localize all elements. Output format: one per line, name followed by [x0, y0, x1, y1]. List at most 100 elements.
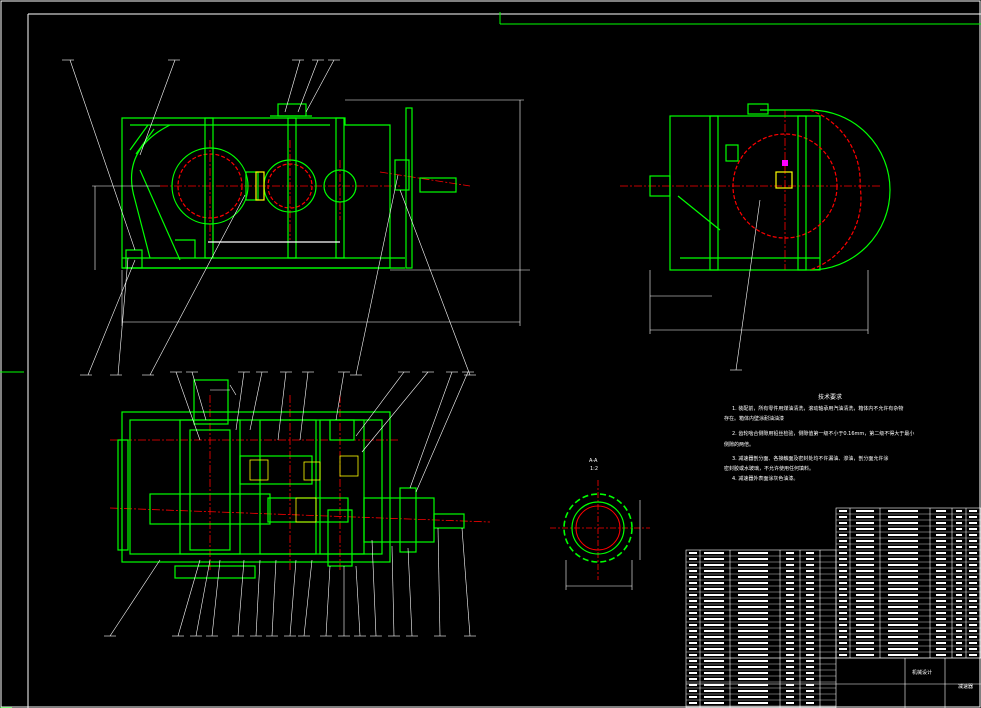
- table-cell-mark: [806, 666, 814, 668]
- title-block-school: 机械设计: [912, 670, 933, 676]
- table-cell-mark: [689, 630, 697, 632]
- table-cell-mark: [839, 612, 847, 614]
- table-cell-mark: [936, 606, 946, 608]
- table-cell-mark: [969, 630, 977, 632]
- table-cell-mark: [806, 654, 814, 656]
- table-cell-mark: [786, 576, 794, 578]
- table-cell-mark: [888, 510, 918, 512]
- table-cell-mark: [888, 588, 918, 590]
- table-cell-mark: [888, 516, 918, 518]
- table-cell-mark: [936, 552, 946, 554]
- table-cell-mark: [839, 534, 847, 536]
- table-cell-mark: [786, 552, 794, 554]
- table-cell-mark: [786, 600, 794, 602]
- table-cell-mark: [806, 702, 814, 704]
- table-cell-mark: [856, 606, 874, 608]
- frame-ticks: [0, 12, 981, 708]
- table-cell-mark: [956, 528, 962, 530]
- table-cell-mark: [786, 660, 794, 662]
- table-cell-mark: [786, 696, 794, 698]
- parts-list-table: [685, 507, 981, 708]
- table-cell-mark: [969, 576, 977, 578]
- table-cell-mark: [786, 594, 794, 596]
- table-cell-mark: [888, 654, 918, 656]
- table-cell-mark: [956, 576, 962, 578]
- table-cell-mark: [738, 582, 768, 584]
- table-cell-mark: [786, 618, 794, 620]
- parts-list-cell-marks: [689, 510, 977, 704]
- table-cell-mark: [969, 534, 977, 536]
- table-cell-mark: [936, 624, 946, 626]
- table-cell-mark: [704, 624, 724, 626]
- table-cell-mark: [704, 696, 724, 698]
- table-cell-mark: [806, 576, 814, 578]
- table-cell-mark: [738, 594, 768, 596]
- table-cell-mark: [738, 642, 768, 644]
- table-cell-mark: [969, 654, 977, 656]
- table-cell-mark: [956, 594, 962, 596]
- table-cell-mark: [806, 600, 814, 602]
- table-cell-mark: [689, 672, 697, 674]
- table-cell-mark: [856, 648, 874, 650]
- table-cell-mark: [839, 648, 847, 650]
- table-cell-mark: [738, 672, 768, 674]
- table-cell-mark: [704, 600, 724, 602]
- table-cell-mark: [956, 588, 962, 590]
- table-cell-mark: [856, 612, 874, 614]
- table-cell-mark: [738, 654, 768, 656]
- table-cell-mark: [936, 546, 946, 548]
- table-cell-mark: [689, 666, 697, 668]
- table-cell-mark: [689, 570, 697, 572]
- table-cell-mark: [806, 612, 814, 614]
- table-cell-mark: [806, 564, 814, 566]
- table-cell-mark: [956, 540, 962, 542]
- table-cell-mark: [839, 588, 847, 590]
- table-cell-mark: [888, 594, 918, 596]
- table-cell-mark: [689, 588, 697, 590]
- table-cell-mark: [839, 624, 847, 626]
- table-cell-mark: [839, 576, 847, 578]
- table-cell-mark: [806, 630, 814, 632]
- table-cell-mark: [786, 642, 794, 644]
- table-cell-mark: [888, 546, 918, 548]
- table-cell-mark: [856, 552, 874, 554]
- table-cell-mark: [888, 582, 918, 584]
- table-cell-mark: [856, 642, 874, 644]
- table-cell-mark: [936, 522, 946, 524]
- table-cell-mark: [839, 642, 847, 644]
- table-cell-mark: [839, 540, 847, 542]
- table-cell-mark: [856, 576, 874, 578]
- table-cell-mark: [956, 552, 962, 554]
- table-cell-mark: [856, 600, 874, 602]
- table-cell-mark: [888, 552, 918, 554]
- tech-requirement-line: 1. 装配前，所有零件用煤油清洗，滚动轴承用汽油清洗，箱体内不允许有杂物: [732, 406, 904, 412]
- table-cell-mark: [888, 624, 918, 626]
- tech-requirement-line: 2. 齿轮啮合侧隙用铅丝检验，侧隙值第一级不小于0.16mm，第二级不得大于最小: [732, 431, 915, 437]
- table-cell-mark: [786, 624, 794, 626]
- table-cell-mark: [786, 558, 794, 560]
- table-cell-mark: [888, 648, 918, 650]
- table-cell-mark: [936, 540, 946, 542]
- section-label: A-A: [589, 458, 598, 464]
- table-cell-mark: [888, 540, 918, 542]
- table-cell-mark: [956, 624, 962, 626]
- table-cell-mark: [839, 528, 847, 530]
- table-cell-mark: [786, 570, 794, 572]
- table-cell-mark: [888, 576, 918, 578]
- title-block-drawing-name: 减速器: [958, 684, 974, 690]
- table-cell-mark: [969, 636, 977, 638]
- table-cell-mark: [856, 510, 874, 512]
- table-cell-mark: [689, 696, 697, 698]
- table-cell-mark: [738, 552, 768, 554]
- table-cell-mark: [856, 564, 874, 566]
- table-cell-mark: [969, 528, 977, 530]
- table-cell-mark: [689, 618, 697, 620]
- table-cell-mark: [956, 618, 962, 620]
- table-cell-mark: [689, 612, 697, 614]
- table-cell-mark: [856, 624, 874, 626]
- table-cell-mark: [704, 588, 724, 590]
- table-cell-mark: [969, 618, 977, 620]
- section-scale: 1:2: [590, 466, 599, 472]
